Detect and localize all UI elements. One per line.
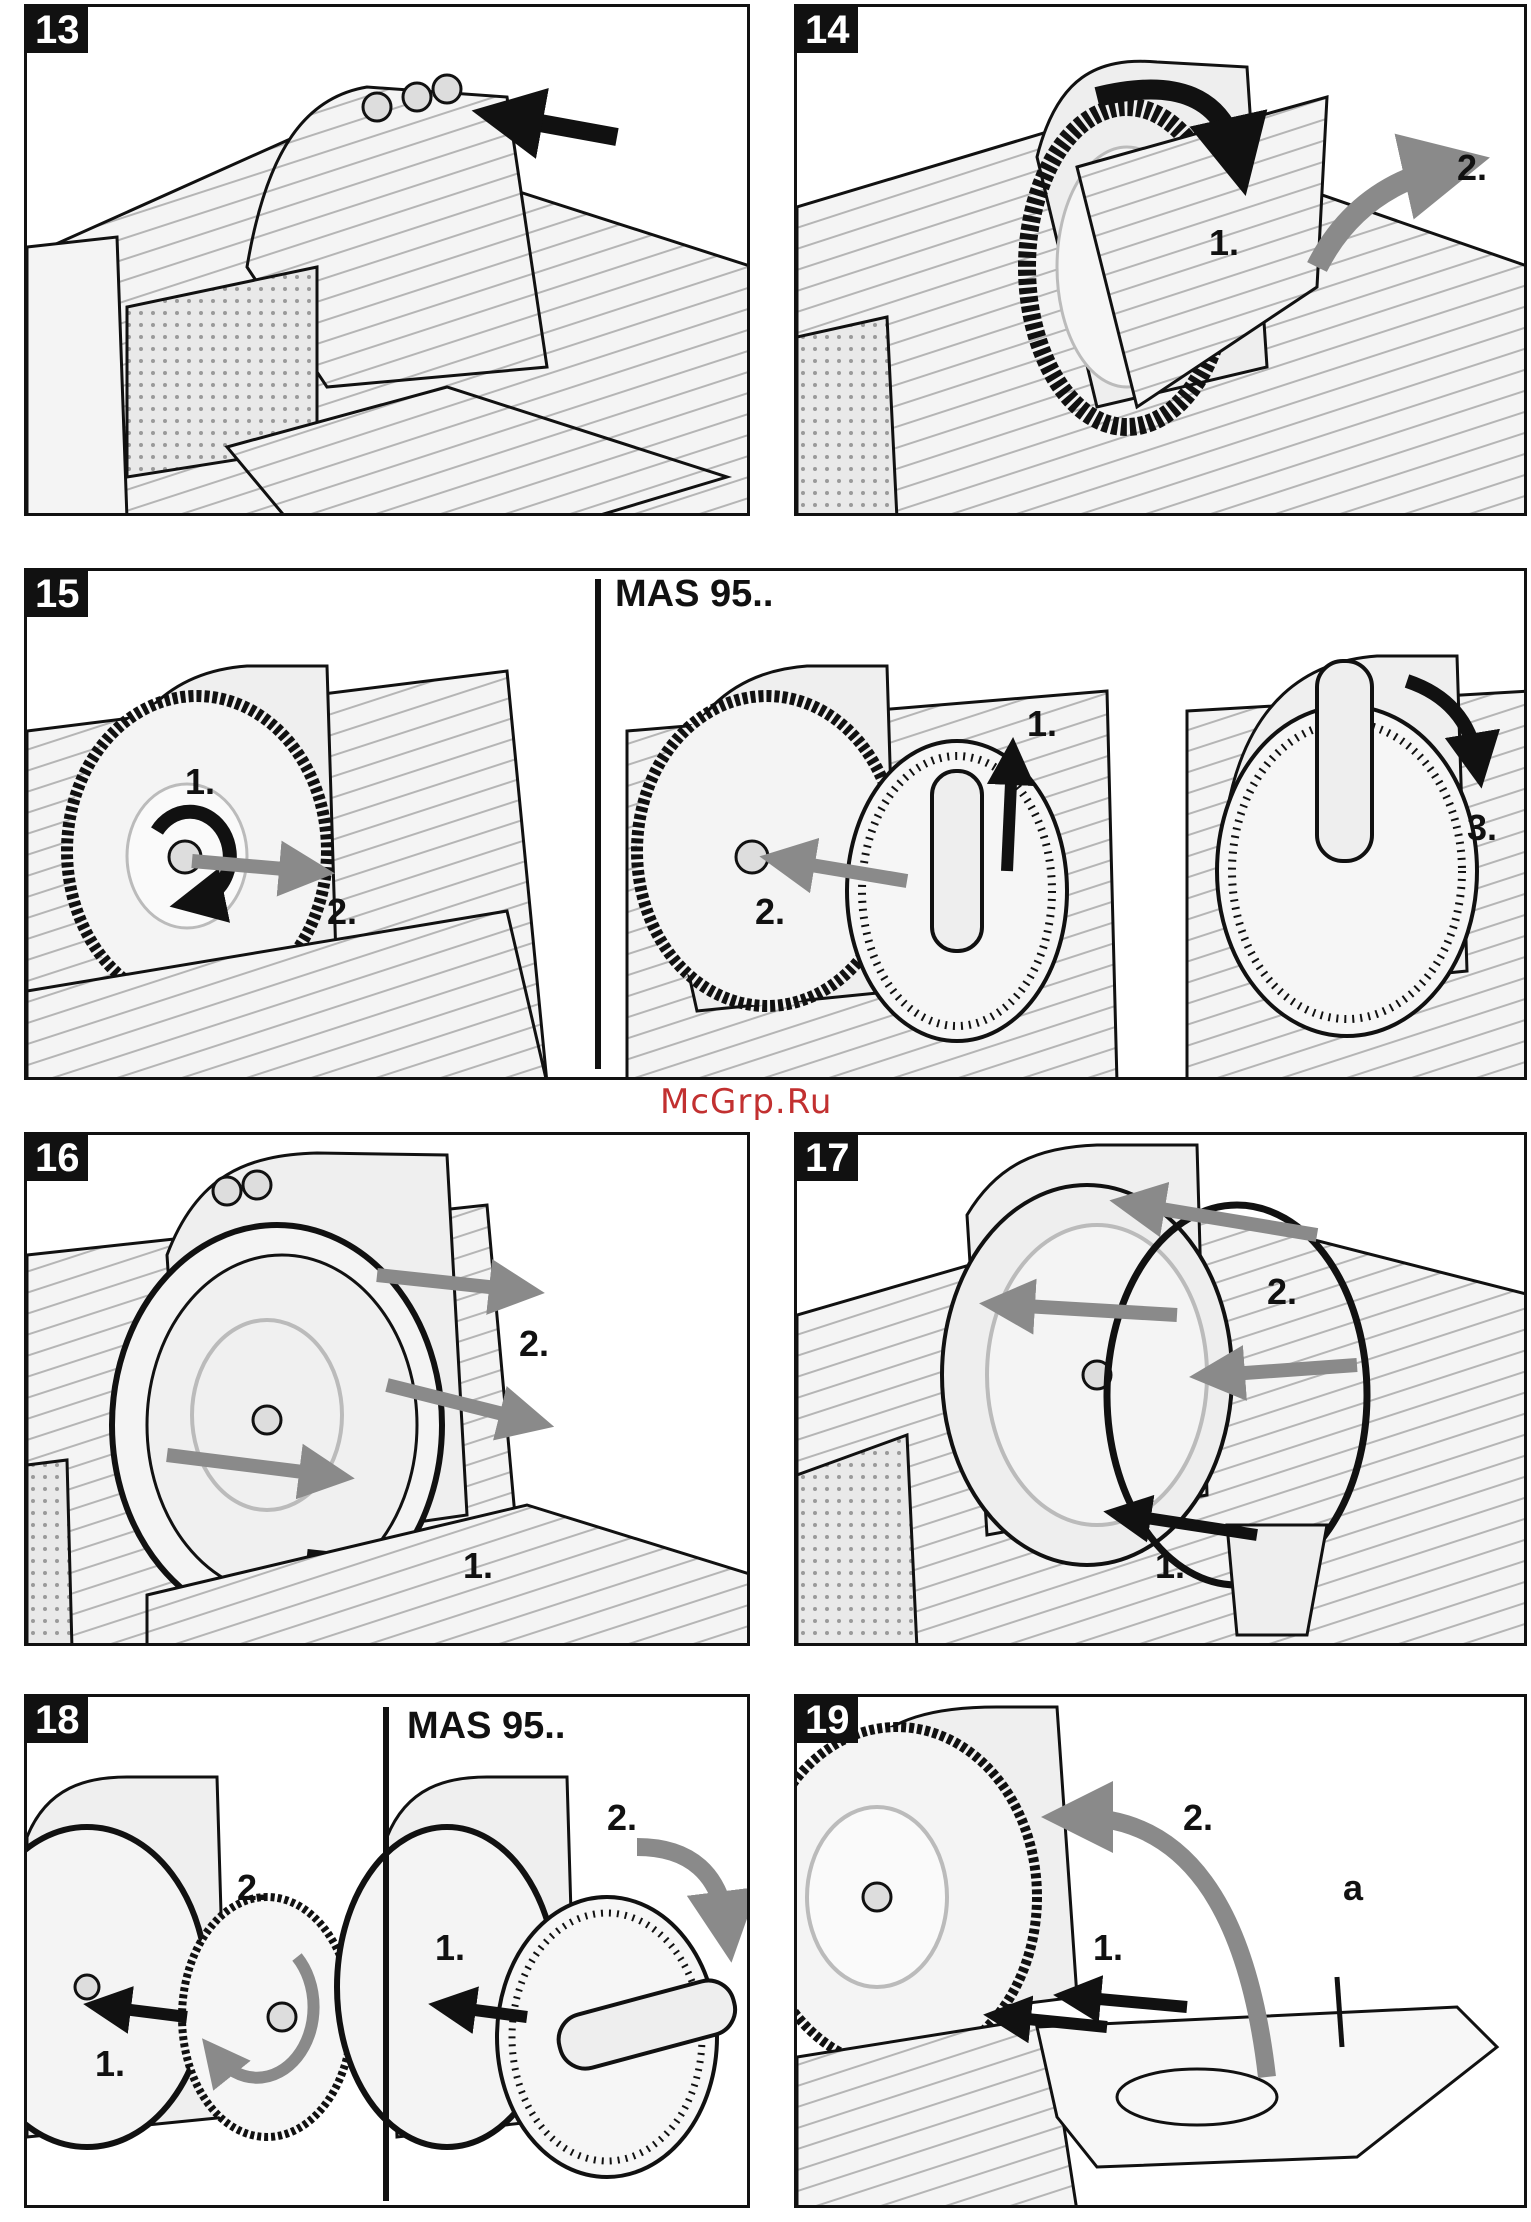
step-number: 16 (27, 1135, 88, 1181)
step-14-illustration (797, 7, 1527, 516)
step-16-illustration (27, 1135, 750, 1646)
step-number: 15 (27, 571, 88, 617)
divider-line (383, 1707, 389, 2201)
step-2-label: 2. (237, 1867, 267, 1909)
step-15-panel: 15 MAS 95.. 1. 2. 1. 2. 3. (24, 568, 1527, 1080)
step-2-label: 2. (327, 891, 357, 933)
step-18-panel: 18 MAS 95.. 1. 2. 1. 2. (24, 1694, 750, 2208)
step-number: 19 (797, 1697, 858, 1743)
step-13-panel: 13 (24, 4, 750, 516)
step-number: 13 (27, 7, 88, 53)
divider-line (595, 579, 601, 1069)
step-1-label: 1. (1027, 703, 1057, 745)
step-15-illustration (27, 571, 1527, 1080)
step-2-label: 2. (1183, 1797, 1213, 1839)
step-number: 17 (797, 1135, 858, 1181)
model-label: MAS 95.. (615, 573, 773, 616)
watermark: McGrp.Ru (660, 1082, 832, 1122)
step-13-illustration (27, 7, 750, 516)
model-label: MAS 95.. (407, 1705, 565, 1748)
step-2-label: 2. (1267, 1271, 1297, 1313)
step-1-label: 1. (1209, 222, 1239, 264)
step-19-panel: 19 1. 2. a (794, 1694, 1527, 2208)
step-1-label: 1. (1155, 1545, 1185, 1587)
step-17-panel: 17 1. 2. (794, 1132, 1527, 1646)
step-number: 14 (797, 7, 858, 53)
step-1-label: 1. (463, 1545, 493, 1587)
step-1-label: 1. (1093, 1927, 1123, 1969)
step-1-label: 1. (95, 2043, 125, 2085)
step-2-label: 2. (755, 891, 785, 933)
step-16-panel: 16 1. 2. (24, 1132, 750, 1646)
step-number: 18 (27, 1697, 88, 1743)
step-2-label: 2. (519, 1323, 549, 1365)
step-14-panel: 14 1. 2. (794, 4, 1527, 516)
step-3-label: 3. (1467, 807, 1497, 849)
part-a-label: a (1343, 1867, 1363, 1909)
step-1-label: 1. (435, 1927, 465, 1969)
step-19-illustration (797, 1697, 1527, 2208)
step-1-label: 1. (185, 761, 215, 803)
step-2-label: 2. (1457, 147, 1487, 189)
step-2-label: 2. (607, 1797, 637, 1839)
